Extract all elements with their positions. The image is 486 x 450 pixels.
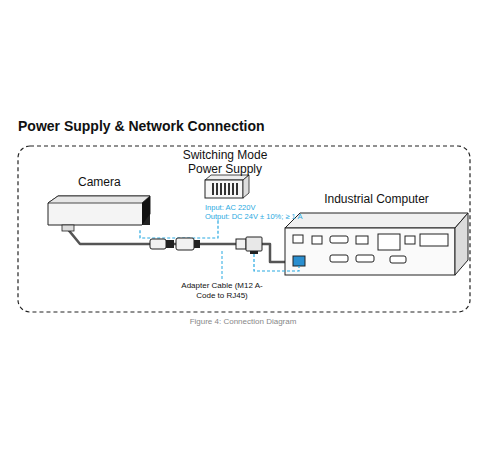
node-heading: Industrial Computer <box>285 192 468 206</box>
group-frame <box>18 146 470 312</box>
leader-line <box>222 249 223 279</box>
part-label: Adapter Cable (M12 A-Code to RJ45) <box>172 281 272 300</box>
power-supply-illustration <box>205 175 249 198</box>
figure-space <box>40 189 165 229</box>
m12-connector <box>150 238 200 250</box>
network-link <box>254 254 299 271</box>
power-supply-node: Switching Mode Power SupplyInput: AC 220… <box>150 148 300 221</box>
camera-node: Camera <box>40 175 165 229</box>
figure-space <box>150 177 300 203</box>
diagram-title: Power Supply & Network Connection <box>18 118 265 134</box>
figure-space <box>285 206 468 276</box>
adapter-cable <box>68 229 285 262</box>
spec-text: Output: DC 24V ± 10%; ≥ 1 A <box>150 212 300 221</box>
spec-text: Input: AC 220V <box>150 203 300 212</box>
node-heading: Camera <box>40 175 165 189</box>
computer-illustration <box>285 213 468 275</box>
camera-illustration <box>48 196 150 231</box>
rj45-plug <box>236 237 262 254</box>
figure-caption: Figure 4: Connection Diagram <box>143 317 343 326</box>
power-cable <box>140 221 218 238</box>
node-heading: Switching Mode Power Supply <box>175 148 275 177</box>
industrial-computer-node: Industrial Computer <box>285 192 468 276</box>
